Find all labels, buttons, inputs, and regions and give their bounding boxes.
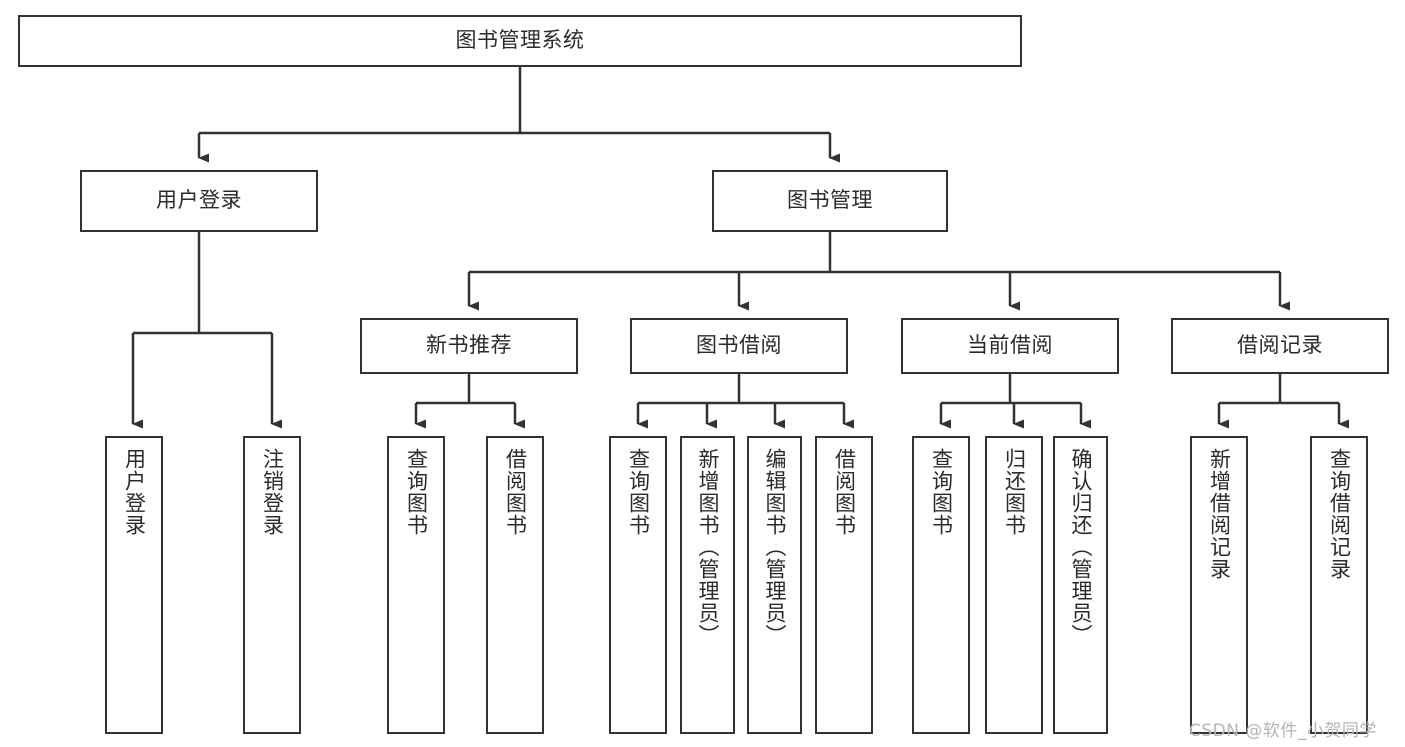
node-label-leaf-return-book: 归还图书 [1002, 448, 1027, 536]
node-leaf-borrow-book-new[interactable]: 借阅图书 [486, 436, 544, 734]
node-label-leaf-query-book-borrow: 查询图书 [626, 448, 651, 536]
node-label-book-borrow: 图书借阅 [696, 333, 782, 358]
node-book-management[interactable]: 图书管理 [712, 170, 948, 232]
node-label-leaf-borrow-book: 借阅图书 [832, 448, 857, 536]
node-leaf-query-borrow-record[interactable]: 查询借阅记录 [1310, 436, 1368, 734]
node-leaf-query-book-new[interactable]: 查询图书 [387, 436, 445, 734]
node-leaf-edit-book-admin[interactable]: 编辑图书（管理员） [747, 436, 802, 734]
node-leaf-add-book-admin[interactable]: 新增图书（管理员） [680, 436, 735, 734]
node-label-leaf-borrow-book-new: 借阅图书 [503, 448, 528, 536]
node-label-leaf-query-book-new: 查询图书 [404, 448, 429, 536]
node-book-borrow[interactable]: 图书借阅 [630, 318, 848, 374]
node-current-borrow[interactable]: 当前借阅 [901, 318, 1119, 374]
node-leaf-return-book[interactable]: 归还图书 [985, 436, 1043, 734]
node-leaf-logout[interactable]: 注销登录 [243, 436, 301, 734]
node-label-new-book-recommend: 新书推荐 [426, 333, 512, 358]
csdn-watermark: CSDN @软件_小贺同学 [1189, 721, 1377, 741]
node-label-leaf-query-borrow-record: 查询借阅记录 [1327, 448, 1352, 580]
node-label-leaf-query-book-current: 查询图书 [929, 448, 954, 536]
node-leaf-add-borrow-record[interactable]: 新增借阅记录 [1190, 436, 1248, 734]
node-label-leaf-add-book-admin: 新增图书（管理员） [695, 448, 720, 646]
node-leaf-user-login[interactable]: 用户登录 [105, 436, 163, 734]
node-label-leaf-edit-book-admin: 编辑图书（管理员） [762, 448, 787, 646]
node-new-book-recommend[interactable]: 新书推荐 [360, 318, 578, 374]
node-label-leaf-logout: 注销登录 [260, 448, 285, 536]
node-label-book-management: 图书管理 [787, 188, 873, 213]
node-label-leaf-user-login: 用户登录 [122, 448, 147, 536]
node-borrow-record[interactable]: 借阅记录 [1171, 318, 1389, 374]
node-user-login[interactable]: 用户登录 [80, 170, 318, 232]
node-label-leaf-confirm-return-admin: 确认归还（管理员） [1068, 448, 1093, 646]
node-leaf-confirm-return-admin[interactable]: 确认归还（管理员） [1053, 436, 1108, 734]
node-leaf-borrow-book[interactable]: 借阅图书 [815, 436, 873, 734]
node-label-borrow-record: 借阅记录 [1237, 333, 1323, 358]
node-label-user-login: 用户登录 [156, 188, 242, 213]
node-leaf-query-book-current[interactable]: 查询图书 [912, 436, 970, 734]
node-root-system[interactable]: 图书管理系统 [18, 15, 1022, 67]
node-label-leaf-add-borrow-record: 新增借阅记录 [1207, 448, 1232, 580]
node-label-root: 图书管理系统 [455, 28, 585, 53]
node-label-current-borrow: 当前借阅 [967, 333, 1053, 358]
node-leaf-query-book-borrow[interactable]: 查询图书 [609, 436, 667, 734]
